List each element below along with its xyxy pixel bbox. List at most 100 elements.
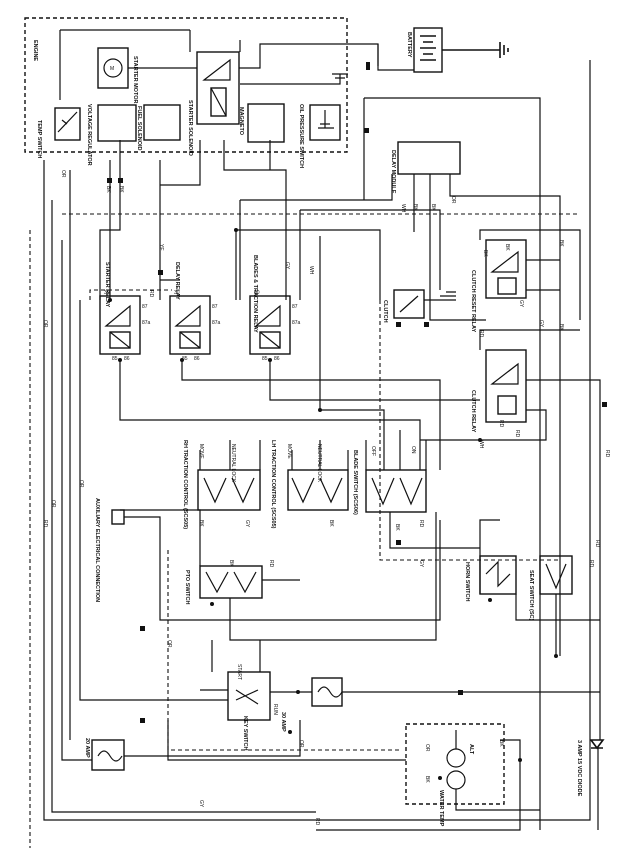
fuse-20a-label: 20 AMP	[84, 738, 90, 758]
wire-code: OR	[50, 500, 56, 508]
diode-label: 3 AMP 15 VDC DIODE	[576, 740, 582, 797]
svg-text:MOVE: MOVE	[286, 444, 292, 459]
magneto-label: MAGNETO	[238, 107, 244, 136]
relay-terminal-label: 87a	[292, 320, 301, 326]
starter-solenoid-label: STARTER SOLENOID	[187, 100, 193, 156]
relay-terminal-label: 86	[194, 356, 200, 362]
diode	[589, 739, 605, 750]
alternator-enclosure	[405, 723, 505, 805]
voltage-regulator-label: VOLTAGE REGULATOR	[86, 104, 92, 166]
starter-wiring	[128, 43, 379, 85]
traction-relay-label: BLADES & TRACTION RELAY	[252, 255, 258, 333]
relay-terminal-label: 85	[112, 356, 118, 362]
water-temp-label: WATER TEMP	[438, 790, 444, 827]
pto-switch	[199, 565, 263, 599]
relay-terminal-label: 85	[262, 356, 268, 362]
wire-code: BK	[424, 776, 430, 783]
wire-code: BK	[118, 186, 124, 193]
horn-switch-label: HORN SWITCH	[464, 562, 470, 601]
relay-terminal-label: 87	[142, 304, 148, 310]
wire-code: BK	[394, 524, 400, 531]
aux-label: AUXILIARY ELECTRICAL CONNECTION	[94, 498, 100, 602]
wire-code: RD	[478, 330, 484, 338]
fuse-30a-label: 30 AMP	[280, 712, 286, 732]
wire-code: RD	[588, 560, 594, 568]
starter-motor-symbol	[103, 58, 123, 78]
svg-text:M: M	[110, 66, 114, 72]
rh-traction-label: RH TRACTION CONTROL (SCS05)	[182, 440, 188, 529]
wire-code: OR	[60, 170, 66, 178]
wire-code: GY	[198, 800, 204, 808]
fuel-solenoid-label: FUEL SOLENOID	[136, 106, 142, 151]
wire-code: WH	[478, 440, 484, 449]
wire-code: BK	[504, 244, 510, 251]
wire-code: RD	[498, 420, 504, 428]
relay-terminal-label: 87a	[142, 320, 151, 326]
relay-terminal-label: 30	[174, 290, 180, 296]
wire-code: GY	[538, 320, 544, 328]
temp-switch-label: TEMP SWITCH	[36, 120, 42, 158]
fuse-30a	[311, 677, 343, 707]
wire-code: OR	[424, 744, 430, 752]
engine-label: ENGINE	[32, 40, 38, 61]
svg-text:NEUTRAL LOCK: NEUTRAL LOCK	[230, 444, 236, 483]
relay-terminal-label: 86	[274, 356, 280, 362]
voltage-regulator	[97, 104, 137, 142]
wire-code: OR	[298, 740, 304, 748]
battery-ground	[442, 42, 509, 58]
key-switch-label: KEY SWITCH	[242, 716, 248, 750]
wire-code: OR	[166, 640, 172, 648]
clutch-reset-relay-label: CLUTCH RESET RELAY	[470, 270, 476, 332]
lh-traction-label: LH TRACTION CONTROL (SCS05)	[270, 440, 276, 529]
relay-terminal-label: 87a	[212, 320, 221, 326]
wire-code: BK	[558, 324, 564, 331]
wire-code: RD	[604, 450, 610, 458]
delay-module-label: DELAY MODULE	[390, 150, 396, 194]
rh-traction-control	[197, 469, 261, 511]
svg-text:START: START	[236, 664, 242, 680]
key-switch	[227, 671, 271, 721]
pto-switch-label: PTO SWITCH	[184, 570, 190, 604]
wire-code: BK	[105, 186, 111, 193]
battery-label: BATTERY	[406, 32, 412, 58]
temp-switch-symbol	[57, 111, 78, 133]
wire-code: RD	[514, 430, 520, 438]
wire-code: BK	[228, 560, 234, 567]
wire-code: OR	[78, 480, 84, 488]
wire-code: GY	[518, 300, 524, 308]
relay-terminal-label: 87	[212, 304, 218, 310]
svg-text:NEUTRAL LOCK: NEUTRAL LOCK	[316, 444, 322, 483]
relay-terminal-label: 85	[182, 356, 188, 362]
clutch-label: CLUTCH	[382, 300, 388, 323]
clutch	[393, 289, 425, 319]
delay-module	[397, 141, 461, 175]
starter-solenoid-contact	[202, 58, 231, 81]
wire-harness	[43, 60, 601, 831]
wire-code: OR	[450, 196, 456, 204]
wire-code: RD	[268, 560, 274, 568]
wire-code: RD	[418, 520, 424, 528]
wire-code: BK	[328, 520, 334, 527]
svg-text:OFF: OFF	[370, 446, 376, 456]
relay-terminal-label: 86	[124, 356, 130, 362]
wire-code: BK	[198, 520, 204, 527]
svg-text:ON: ON	[410, 446, 416, 454]
svg-text:RUN: RUN	[272, 704, 278, 715]
dashed-harness	[29, 213, 580, 848]
wire-code: WH	[308, 266, 314, 275]
svg-text:MOVE: MOVE	[198, 444, 204, 459]
wire-code: WH	[400, 204, 406, 213]
wire-code: BK	[498, 740, 504, 747]
clutch-relay-label: CLUTCH RELAY	[470, 390, 476, 433]
wire-code: BK	[558, 240, 564, 247]
wire-code: GY	[284, 262, 290, 270]
delay-relay: 30 87 87a 85 86	[169, 290, 221, 362]
fuel-solenoid	[143, 104, 181, 141]
magneto	[247, 103, 285, 143]
